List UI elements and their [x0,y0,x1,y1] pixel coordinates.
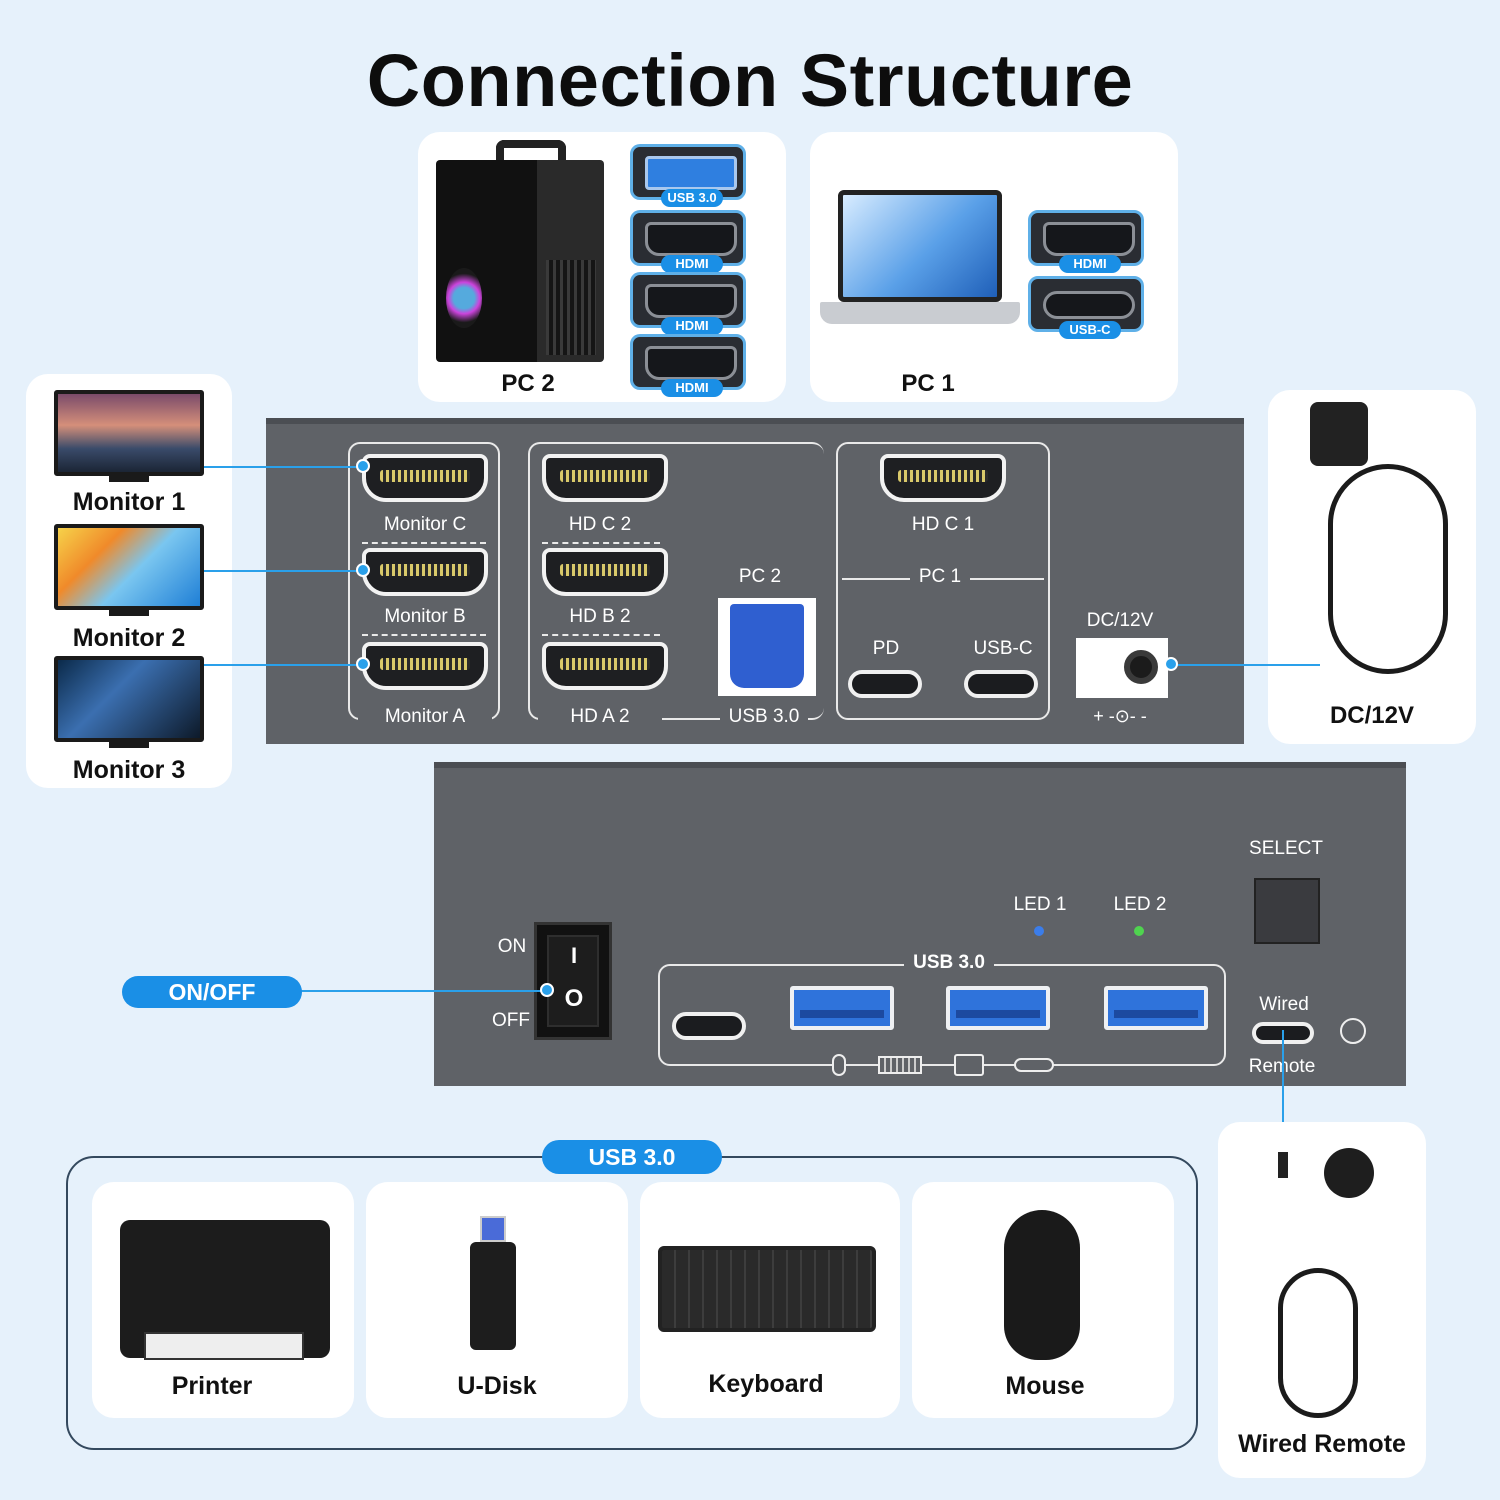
pc2-hdmi-tag: HDMI [661,317,723,335]
laptop-icon [820,190,1020,335]
pc2-usb-port: USB 3.0 [630,144,746,207]
dc-label: DC/12V [1086,610,1154,631]
pc2-hd-b2-label: HD B 2 [569,606,631,627]
pc1-hdmi-tag: HDMI [1059,255,1121,273]
monitor-1-icon [54,390,204,476]
monitor-a-label: Monitor A [358,706,492,728]
kvm-back-panel: ON OFF I O LED 1 LED 2 SELECT USB 3.0 Wi… [434,762,1406,1086]
usb-hub-label: USB 3.0 [904,952,994,974]
udisk-card: U-Disk [366,1182,628,1418]
mouse-card: Mouse [912,1182,1174,1418]
polarity-symbol: + -⊙- - [1093,706,1147,726]
pc1-usbc-port: USB-C [1028,276,1144,339]
flash-drive-icon [1014,1058,1054,1072]
pc2-hdmi-tag: HDMI [661,255,723,273]
monitor-c-label: Monitor C [383,514,467,535]
power-rocker-switch[interactable]: I O [534,922,612,1040]
remote-symbol-icon [1340,1018,1366,1044]
monitor-a-hdmi-port[interactable] [362,642,488,690]
keyboard-icon [878,1056,922,1074]
monitor-3-icon [54,656,204,742]
pc1-group-label: PC 1 [910,566,970,588]
led-2-label: LED 2 [1113,894,1167,915]
printer-card: Printer [92,1182,354,1418]
pc2-label: PC 2 [501,370,555,397]
usba-hub-port-2[interactable] [946,986,1050,1030]
pc2-hdmi-port: HDMI [630,272,746,335]
monitor-3-label: Monitor 3 [72,756,186,784]
dc-power-jack[interactable] [1076,638,1168,698]
pc2-card: PC 2 USB 3.0 HDMI HDMI HDMI [418,132,786,402]
kvm-front-panel: Monitor C Monitor B Monitor A HD C 2 HD … [266,418,1244,744]
led-2-indicator [1134,926,1144,936]
power-adapter-icon [1310,402,1368,466]
pc2-usb-tag: USB 3.0 [661,189,723,207]
usb-b-port[interactable] [718,598,816,696]
pc2-hd-a2-label: HD A 2 [538,706,662,728]
select-label: SELECT [1249,838,1323,859]
pd-usbc-port[interactable] [848,670,922,698]
on-label: ON [497,936,527,957]
power-adapter-card: DC/12V [1268,390,1476,744]
pd-label: PD [872,638,900,659]
pc1-hdmi-port: HDMI [1028,210,1144,273]
usba-hub-port-3[interactable] [1104,986,1208,1030]
pc1-input-group [836,442,1050,720]
led-1-indicator [1034,926,1044,936]
wired-remote-icon [1324,1148,1374,1198]
usba-hub-port-1[interactable] [790,986,894,1030]
power-card-label: DC/12V [1329,702,1415,729]
wired-remote-card: Wired Remote [1218,1122,1426,1478]
monitors-card: Monitor 1 Monitor 2 Monitor 3 [26,374,232,788]
pc2-hdmi-port: HDMI [630,210,746,273]
pc2-hdmi-port: HDMI [630,334,746,397]
mouse-icon [832,1054,846,1076]
pc1-hd-c1-label: HD C 1 [911,514,975,535]
monitor-1-label: Monitor 1 [72,488,186,516]
desktop-tower-icon [436,140,604,362]
pc2-hdmi-tag: HDMI [661,379,723,397]
pc2-hd-c2-label: HD C 2 [568,514,632,535]
monitor-2-icon [54,524,204,610]
udisk-label: U-Disk [457,1372,537,1400]
pc1-hd-c1-port[interactable] [880,454,1006,502]
usbc-hub-port[interactable] [672,1012,746,1040]
monitor-b-label: Monitor B [384,606,466,627]
pc1-usbc-tag: USB-C [1059,321,1121,339]
pc1-usbc-port[interactable] [964,670,1038,698]
pc1-label: PC 1 [901,370,955,397]
led-1-label: LED 1 [1013,894,1067,915]
page-title: Connection Structure [366,39,1134,122]
usb-drive-icon [470,1242,516,1350]
usb-b-label: USB 3.0 [720,706,808,728]
pc2-hd-c2-port[interactable] [542,454,668,502]
mouse-label: Mouse [1005,1372,1085,1400]
mouse-icon [1004,1210,1080,1360]
pc2-hd-b2-port[interactable] [542,548,668,596]
printer-icon [954,1054,984,1076]
keyboard-icon [658,1246,876,1332]
pc1-card: PC 1 HDMI USB-C [810,132,1178,402]
printer-label: Printer [171,1372,253,1400]
monitor-b-hdmi-port[interactable] [362,548,488,596]
wired-remote-label: Wired Remote [1238,1430,1406,1458]
usbc-label: USB-C [973,638,1033,659]
pc2-hd-a2-port[interactable] [542,642,668,690]
switch-off-symbol: O [564,985,584,1012]
off-label: OFF [492,1010,530,1031]
usb-badge: USB 3.0 [542,1140,722,1174]
pc2-group-label: PC 2 [730,566,790,588]
monitor-c-hdmi-port[interactable] [362,454,488,502]
pc2-input-group [528,442,824,720]
switch-on-symbol: I [570,943,578,968]
select-button[interactable] [1254,878,1320,944]
wired-label: Wired [1259,994,1309,1015]
onoff-badge: ON/OFF [122,976,302,1008]
keyboard-card: Keyboard [640,1182,900,1418]
keyboard-label: Keyboard [708,1370,824,1398]
monitor-2-label: Monitor 2 [72,624,186,652]
